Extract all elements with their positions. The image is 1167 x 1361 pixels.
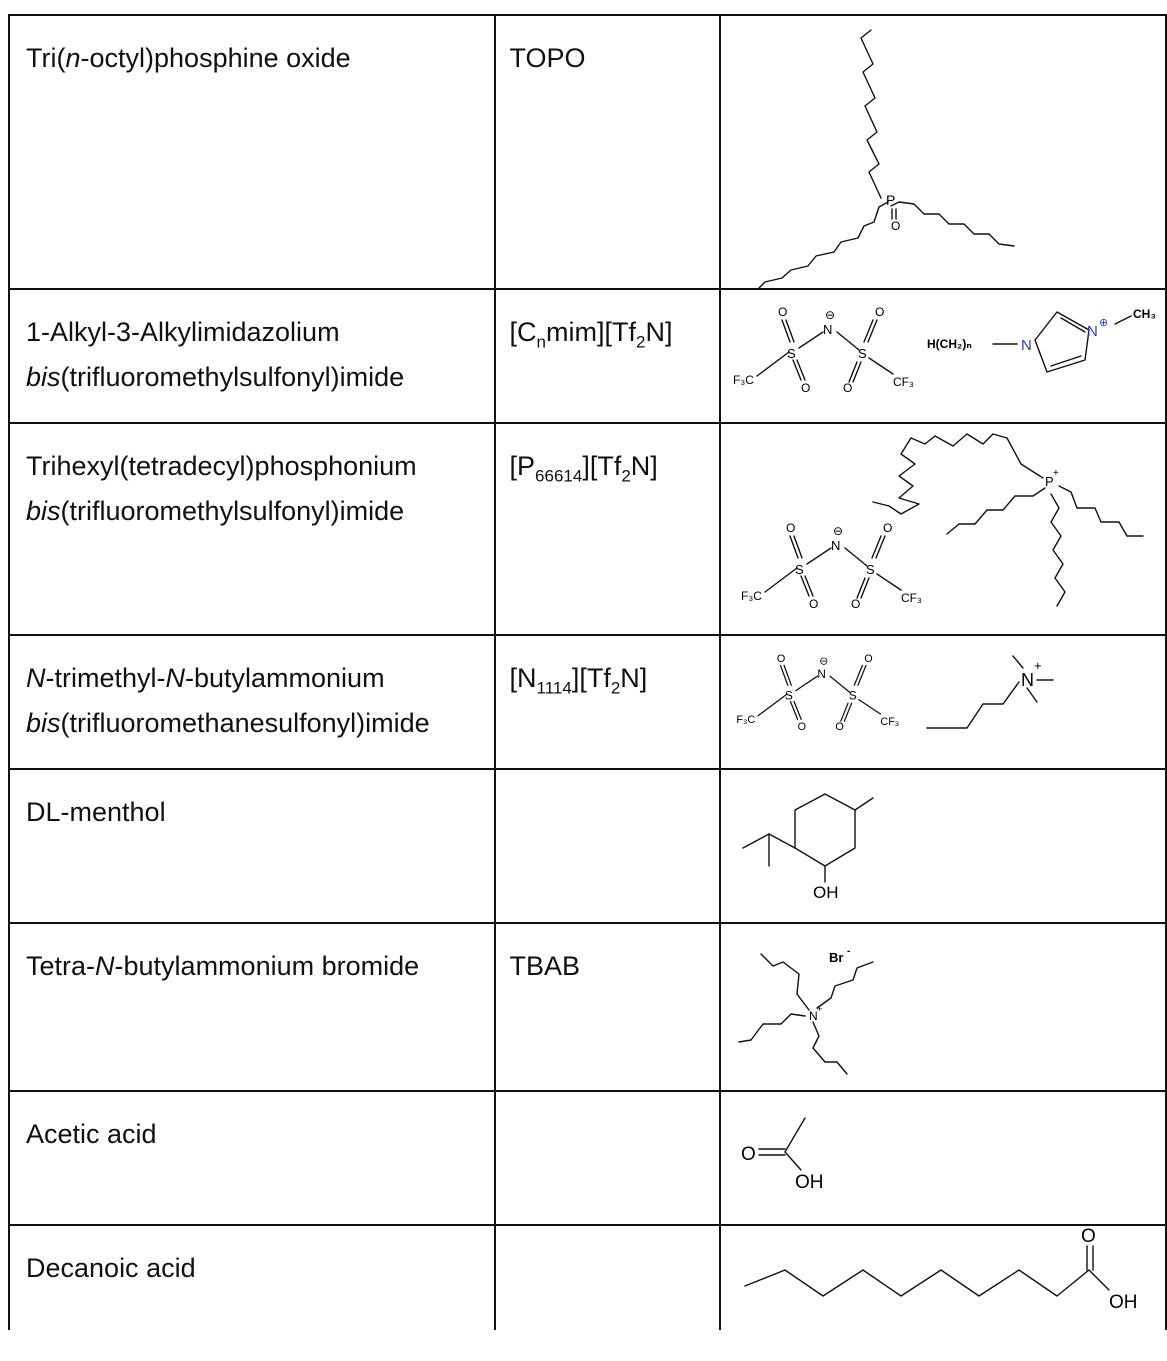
compound-name-cell: DL-menthol [8, 768, 496, 924]
svg-text:O: O [835, 721, 843, 733]
abbreviation-cell: [P66614][Tf2N] [493, 422, 721, 636]
table-row: DL-menthol OH [8, 768, 1167, 924]
compounds-table: Tri(n-octyl)phosphine oxide TOPO P O 1-A… [8, 14, 1167, 1330]
svg-text:CH₃: CH₃ [1133, 307, 1156, 321]
abbreviation-cell: TOPO [493, 14, 721, 290]
svg-text:F₃C: F₃C [736, 714, 755, 726]
svg-text:F₃C: F₃C [733, 373, 754, 387]
structure-cell: F₃C S O O N ⊖ S O O CF [718, 288, 1167, 424]
abbreviation-cell: TBAB [493, 922, 721, 1092]
menthol-structure: OH [742, 793, 874, 902]
svg-text:O: O [843, 381, 852, 395]
svg-text:N: N [1087, 323, 1098, 340]
structure-cell: O OH [718, 1224, 1167, 1330]
compound-name-cell: Decanoic acid [8, 1224, 496, 1330]
svg-text:Br: Br [829, 950, 843, 965]
svg-text:P: P [886, 192, 895, 208]
p66614-tf2n-structure: F₃C S O O N ⊖ S O O CF [741, 433, 1144, 611]
table-row: Tri(n-octyl)phosphine oxide TOPO P O [8, 14, 1167, 290]
svg-text:O: O [786, 521, 795, 535]
svg-text:+: + [1053, 468, 1059, 479]
abbreviation-cell [493, 1224, 721, 1330]
svg-text:H(CH₂)ₙ: H(CH₂)ₙ [927, 337, 972, 351]
svg-text:S: S [785, 690, 793, 703]
abbreviation-cell: [Cnmim][Tf2N] [493, 288, 721, 424]
svg-text:O: O [1081, 1226, 1096, 1247]
svg-text:O: O [741, 1144, 756, 1165]
svg-text:OH: OH [795, 1172, 824, 1193]
svg-text:S: S [866, 562, 875, 577]
acetic-acid-structure: O OH [741, 1117, 824, 1193]
svg-text:OH: OH [813, 883, 839, 902]
svg-text:O: O [891, 219, 900, 233]
n1114-tf2n-structure: F₃C S O O N ⊖ S O O CF [736, 653, 1054, 733]
svg-text:⊖: ⊖ [825, 308, 835, 322]
structure-cell: P O [718, 14, 1167, 290]
svg-text:O: O [851, 597, 860, 611]
compound-name-cell: Tri(n-octyl)phosphine oxide [8, 14, 496, 290]
abbreviation-cell: [N1114][Tf2N] [493, 634, 721, 770]
topo-structure: P O [757, 29, 1015, 288]
table-row: Decanoic acid O OH [8, 1224, 1167, 1330]
svg-text:N: N [809, 1009, 818, 1023]
table-row: Tetra-N-butylammonium bromide TBAB Br - … [8, 922, 1167, 1092]
compound-name-cell: Acetic acid [8, 1090, 496, 1226]
svg-text:⊕: ⊕ [1099, 317, 1108, 329]
cnmim-tf2n-structure: F₃C S O O N ⊖ S O O CF [733, 305, 1156, 395]
svg-text:O: O [778, 305, 787, 319]
svg-text:O: O [801, 381, 810, 395]
compound-name-cell: Tetra-N-butylammonium bromide [8, 922, 496, 1092]
svg-text:N: N [1021, 337, 1032, 354]
structure-cell: O OH [718, 1090, 1167, 1226]
abbreviation-cell [493, 768, 721, 924]
svg-text:CF₃: CF₃ [901, 591, 922, 605]
svg-text:N: N [1021, 670, 1034, 690]
svg-text:P: P [1045, 474, 1054, 489]
abbreviation-cell [493, 1090, 721, 1226]
svg-text:S: S [787, 346, 796, 361]
svg-text:O: O [883, 521, 892, 535]
svg-text:O: O [875, 305, 884, 319]
structure-cell: F₃C S O O N ⊖ S O O CF [718, 422, 1167, 636]
svg-text:O: O [777, 653, 785, 665]
structure-cell: F₃C S O O N ⊖ S O O CF [718, 634, 1167, 770]
svg-text:OH: OH [1109, 1292, 1138, 1313]
structure-cell: Br - N + [718, 922, 1167, 1092]
svg-text:O: O [809, 597, 818, 611]
svg-text:-: - [847, 946, 850, 957]
svg-text:+: + [1034, 658, 1042, 673]
table-row: Acetic acid O OH [8, 1090, 1167, 1226]
svg-text:⊖: ⊖ [833, 524, 843, 538]
svg-text:+: + [817, 1004, 822, 1014]
svg-text:O: O [798, 721, 806, 733]
svg-text:S: S [795, 562, 804, 577]
tbab-structure: Br - N + [738, 946, 874, 1075]
svg-text:⊖: ⊖ [819, 656, 828, 668]
svg-text:N: N [817, 668, 825, 681]
svg-text:F₃C: F₃C [741, 589, 762, 603]
svg-text:S: S [849, 690, 857, 703]
svg-text:N: N [823, 322, 832, 337]
svg-text:O: O [864, 653, 872, 665]
svg-text:S: S [858, 346, 867, 361]
structure-cell: OH [718, 768, 1167, 924]
svg-text:CF₃: CF₃ [880, 716, 899, 728]
decanoic-acid-structure: O OH [744, 1226, 1138, 1313]
svg-text:CF₃: CF₃ [893, 375, 914, 389]
svg-text:N: N [831, 538, 840, 553]
